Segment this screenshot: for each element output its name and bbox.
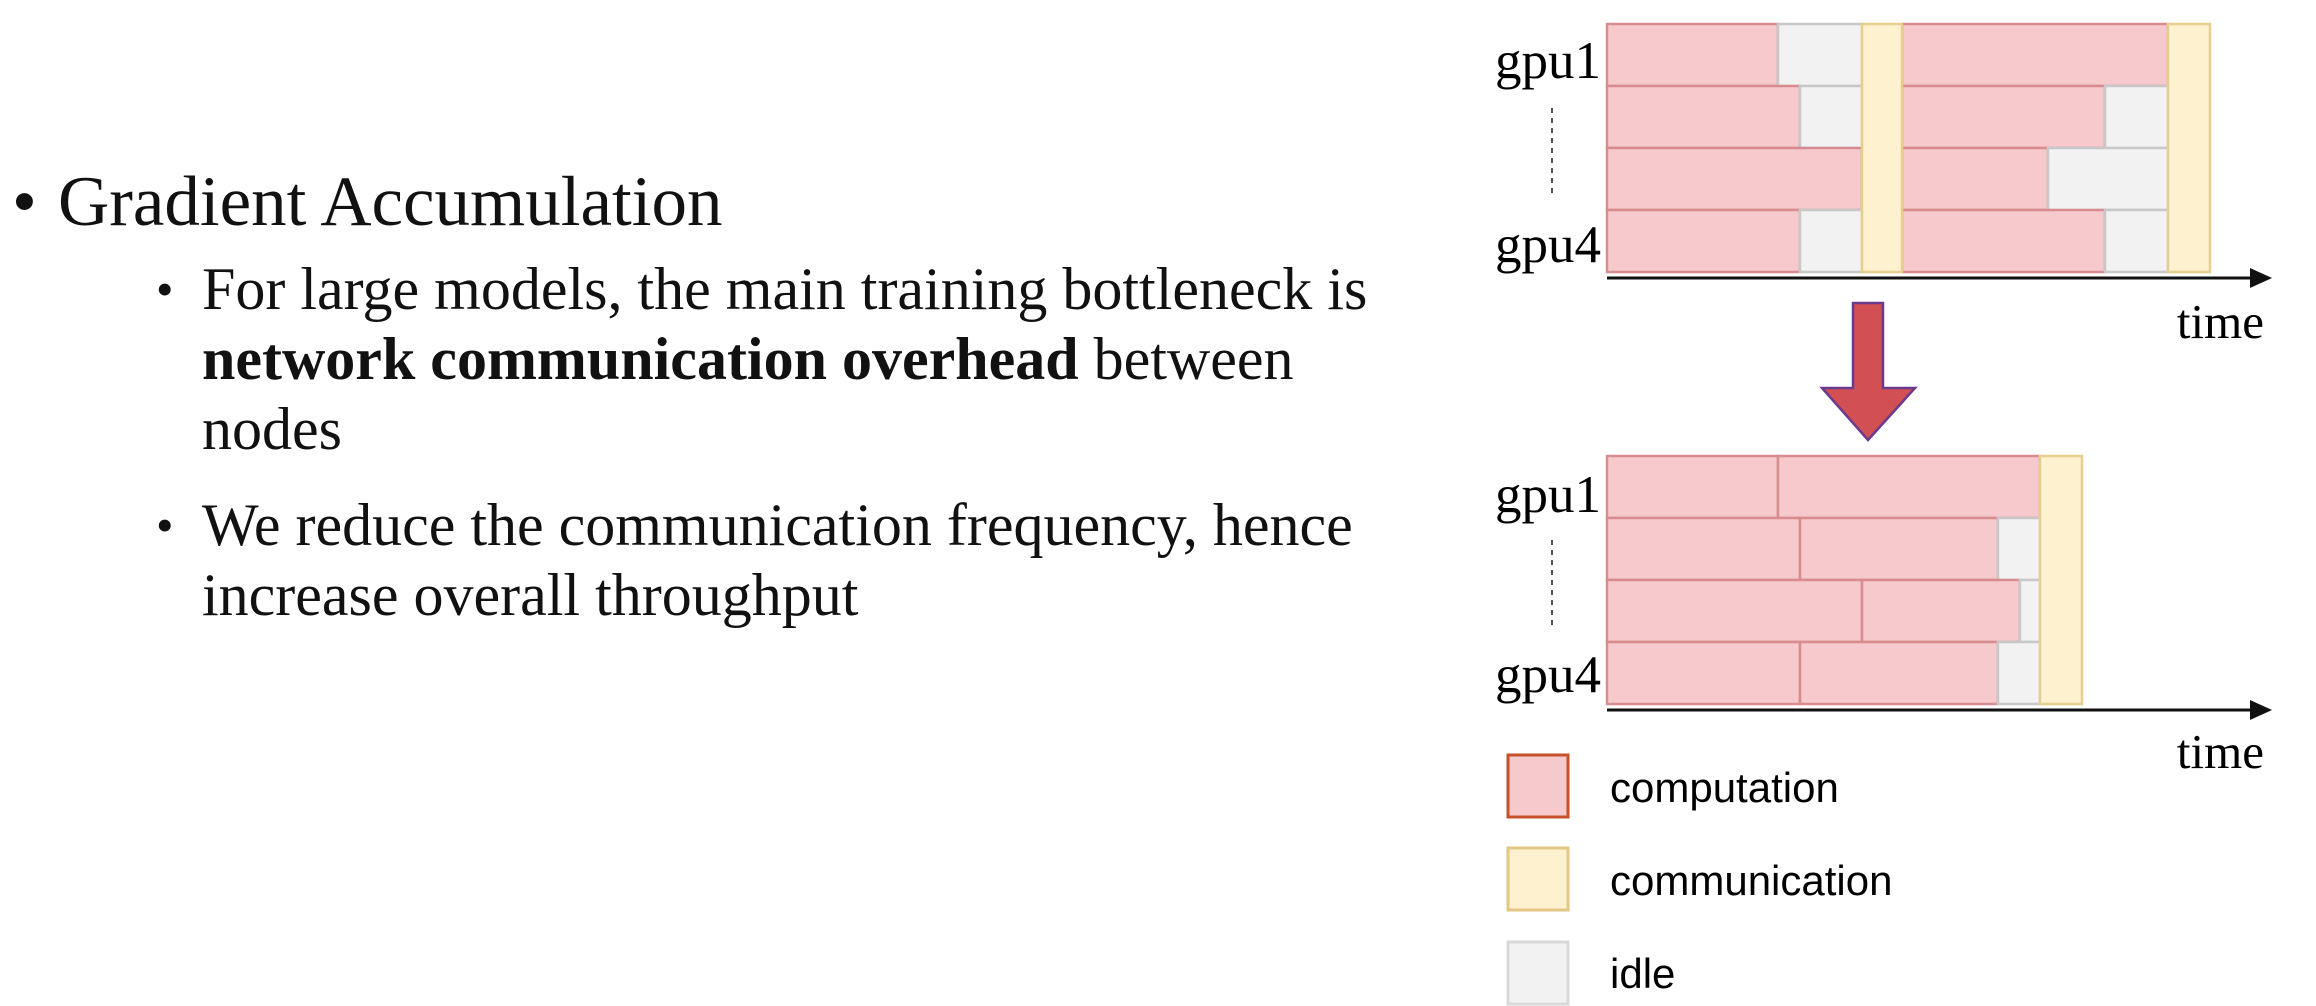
bullet-list: • Gradient Accumulation • For large mode…	[12, 160, 1392, 630]
top-time-arrowhead	[2250, 268, 2272, 288]
bottom-idle-block	[1996, 640, 2042, 706]
bottom-idle-block	[2018, 578, 2042, 644]
bottom-computation-block	[1605, 516, 1802, 582]
bottom-gpu1-label: gpu1	[1495, 466, 1601, 524]
bottom-computation-block	[1798, 516, 2000, 582]
top-idle-block	[2103, 84, 2170, 150]
bottom-idle-block	[1996, 516, 2042, 582]
bullet-dot: •	[12, 163, 37, 241]
bullet-gradient-accumulation: • Gradient Accumulation	[12, 160, 1392, 244]
legend-swatch-computation	[1506, 753, 1570, 819]
sub-bullet-bottleneck: • For large models, the main training bo…	[156, 254, 1392, 464]
bottom-computation-block	[1605, 640, 1802, 706]
top-time-label: time	[2177, 294, 2264, 349]
sub-bullet-1-tail: between nodes	[202, 326, 1294, 462]
bottom-computation-block	[1605, 454, 1780, 520]
legend-label-idle: idle	[1610, 950, 1675, 997]
bottom-communication-block	[2038, 454, 2084, 706]
top-computation-block	[1605, 22, 1780, 88]
legend-label-communication: communication	[1610, 857, 1892, 904]
sub-bullet-dot: •	[156, 497, 174, 553]
top-idle-block	[1776, 22, 1864, 88]
top-idle-block	[2103, 208, 2170, 274]
top-idle-block	[1798, 84, 1864, 150]
sub-bullet-frequency: • We reduce the communication frequency,…	[156, 490, 1392, 630]
sub-bullet-1-text: For large models, the main training bott…	[202, 256, 1368, 322]
top-communication-block	[2166, 22, 2212, 274]
timeline-after	[1605, 454, 2084, 706]
top-computation-block	[1900, 146, 2050, 212]
bullet-main-text: Gradient Accumulation	[58, 163, 723, 241]
top-computation-block	[1900, 84, 2107, 150]
top-computation-block	[1605, 84, 1802, 150]
top-computation-block	[1900, 208, 2107, 274]
bottom-time-arrowhead	[2250, 700, 2272, 720]
legend-swatch-idle	[1506, 940, 1570, 1006]
top-idle-block	[1798, 208, 1864, 274]
bottom-computation-block	[1798, 640, 2000, 706]
timeline-before	[1605, 22, 2212, 274]
bottom-computation-block	[1776, 454, 2042, 520]
down-arrow-icon	[1819, 301, 1918, 442]
legend: computation communication idle	[1506, 753, 1892, 1006]
bottom-computation-block	[1605, 578, 1864, 644]
bottom-computation-block	[1860, 578, 2022, 644]
gradient-accumulation-diagram: gpu1 gpu4 time gpu1 gpu4 time computatio…	[1495, 22, 2272, 1006]
top-computation-block	[1605, 208, 1802, 274]
sub-bullet-2-text: We reduce the communication frequency, h…	[202, 492, 1353, 628]
legend-label-computation: computation	[1610, 764, 1839, 811]
bottom-time-label: time	[2177, 724, 2264, 779]
bottom-gpu4-label: gpu4	[1495, 646, 1601, 704]
top-idle-block	[2046, 146, 2170, 212]
top-computation-block	[1900, 22, 2170, 88]
sub-bullet-1-bold: network communication overhead	[202, 326, 1079, 392]
legend-swatch-communication	[1506, 846, 1570, 912]
top-gpu1-label: gpu1	[1495, 32, 1601, 90]
sub-bullet-dot: •	[156, 261, 174, 317]
top-gpu4-label: gpu4	[1495, 216, 1601, 274]
top-computation-block	[1605, 146, 1864, 212]
top-communication-block	[1860, 22, 1904, 274]
